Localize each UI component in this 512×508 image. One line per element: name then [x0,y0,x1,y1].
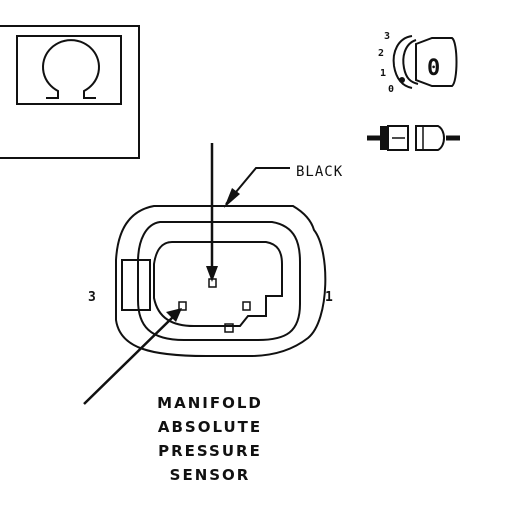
component-name-line-1: MANIFOLD [157,394,263,412]
pin-label-1: 1 [325,290,333,305]
ohmmeter-icon: Ω [0,25,140,159]
key-position-0: 0 [388,84,394,95]
wire-color-callout: BLACK [224,164,343,208]
connector-pair-icon [367,125,460,151]
probe-arrow-left-pin [83,308,182,405]
probe-arrow-center-pin [206,143,218,282]
key-label: 0 [427,56,440,81]
component-name: MANIFOLD ABSOLUTE PRESSURE SENSOR [157,394,263,484]
map-sensor-connector [115,205,327,357]
key-position-1: 1 [380,68,386,79]
component-name-line-2: ABSOLUTE [158,418,262,436]
ignition-key-icon: 3 2 1 0 0 [378,31,458,95]
wire-color-label: BLACK [296,164,343,180]
pin-label-3: 3 [88,290,96,305]
component-name-line-3: PRESSURE [158,442,262,460]
component-name-line-4: SENSOR [170,466,251,484]
key-position-3: 3 [384,31,390,42]
key-position-2: 2 [378,48,384,59]
